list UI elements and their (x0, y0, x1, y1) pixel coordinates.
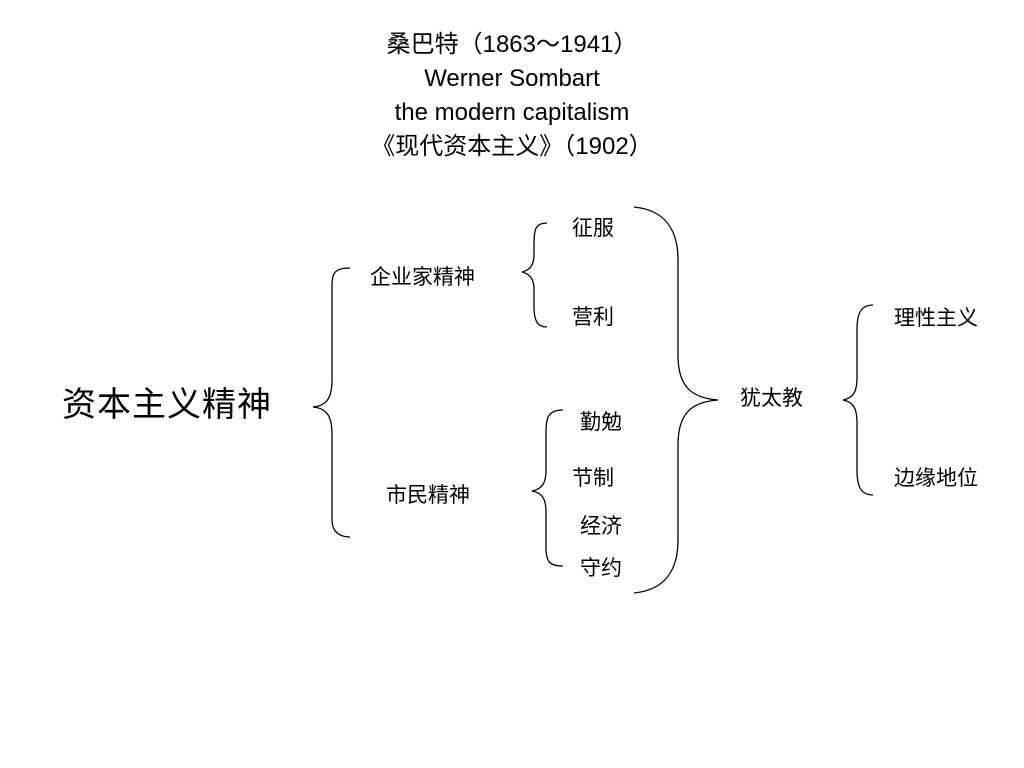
item-marginal-status: 边缘地位 (894, 466, 978, 490)
item-temperance: 节制 (572, 466, 614, 490)
branch-civic-spirit: 市民精神 (386, 483, 470, 507)
judaism-brace (842, 304, 874, 496)
merge-node-judaism: 犹太教 (740, 386, 803, 410)
title-author-latin: Werner Sombart (424, 65, 600, 92)
branch-entrepreneurial-spirit: 企业家精神 (370, 265, 475, 289)
entrepreneur-brace (521, 222, 548, 328)
title-book-chinese: 《现代资本主义》（1902） (371, 133, 653, 160)
item-keeping-promises: 守约 (580, 556, 622, 580)
root-node-capitalist-spirit: 资本主义精神 (62, 385, 272, 425)
item-rationalism: 理性主义 (894, 306, 978, 330)
citizen-brace (531, 409, 564, 567)
item-profit: 营利 (572, 305, 614, 329)
root-brace (312, 267, 351, 538)
merge-brace (633, 206, 719, 594)
item-diligence: 勤勉 (580, 410, 622, 434)
title-book-english: the modern capitalism (394, 99, 630, 126)
title-author: 桑巴特（1863～1941） (386, 31, 638, 58)
item-conquest: 征服 (572, 216, 614, 240)
item-economy: 经济 (580, 514, 622, 538)
